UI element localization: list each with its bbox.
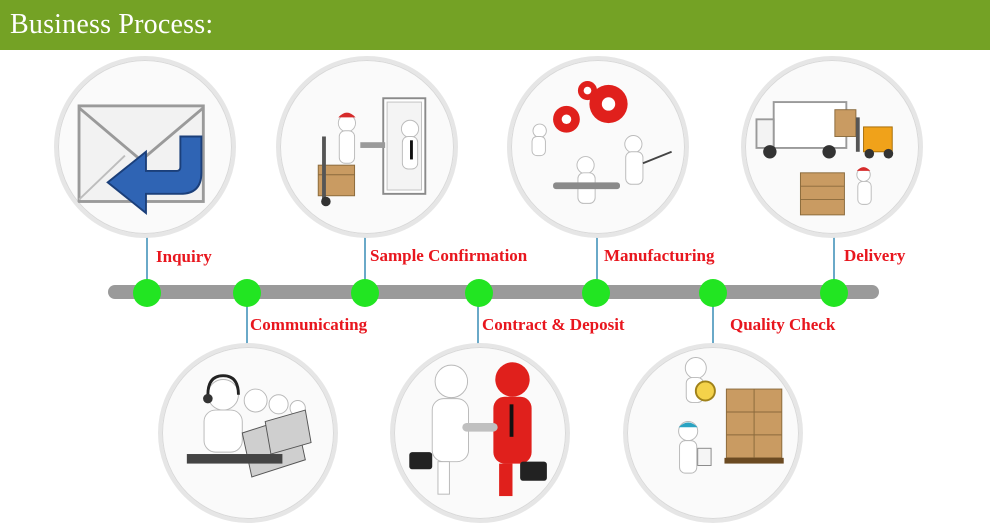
step-label-sample-confirmation: Sample Confirmation [370,246,527,266]
envelope-reply-icon [58,60,232,234]
timeline-dot-contract-deposit [465,279,493,307]
timeline-dot-inquiry [133,279,161,307]
step-label-delivery: Delivery [844,246,905,266]
stem-delivery [833,237,835,281]
manufacturing-illustration [507,56,689,238]
step-label-manufacturing: Manufacturing [604,246,715,266]
step-label-quality-check: Quality Check [730,315,835,335]
timeline-bar [108,285,879,299]
inspection-icon [627,347,799,519]
stem-inquiry [146,237,148,281]
stem-manufacturing [596,237,598,281]
inquiry-illustration [54,56,236,238]
timeline-dot-sample-confirmation [351,279,379,307]
delivery-illustration [741,56,923,238]
stem-quality-check [712,305,714,345]
stem-sample-confirmation [364,237,366,281]
stem-contract-deposit [477,305,479,345]
sample-confirmation-illustration [276,56,458,238]
timeline-dot-communicating [233,279,261,307]
gears-workers-icon [511,60,685,234]
timeline-dot-manufacturing [582,279,610,307]
contract-deposit-illustration [390,343,570,523]
handshake-icon [394,347,566,519]
delivery-at-door-icon [280,60,454,234]
quality-check-illustration [623,343,803,523]
header-banner: Business Process: [0,0,990,50]
call-center-icon [162,347,334,519]
timeline-dot-quality-check [699,279,727,307]
step-label-inquiry: Inquiry [156,247,212,267]
page-title: Business Process: [10,9,213,41]
step-label-contract-deposit: Contract & Deposit [482,315,625,335]
timeline-dot-delivery [820,279,848,307]
truck-forklift-icon [745,60,919,234]
step-label-communicating: Communicating [250,315,367,335]
communicating-illustration [158,343,338,523]
stem-communicating [246,305,248,345]
